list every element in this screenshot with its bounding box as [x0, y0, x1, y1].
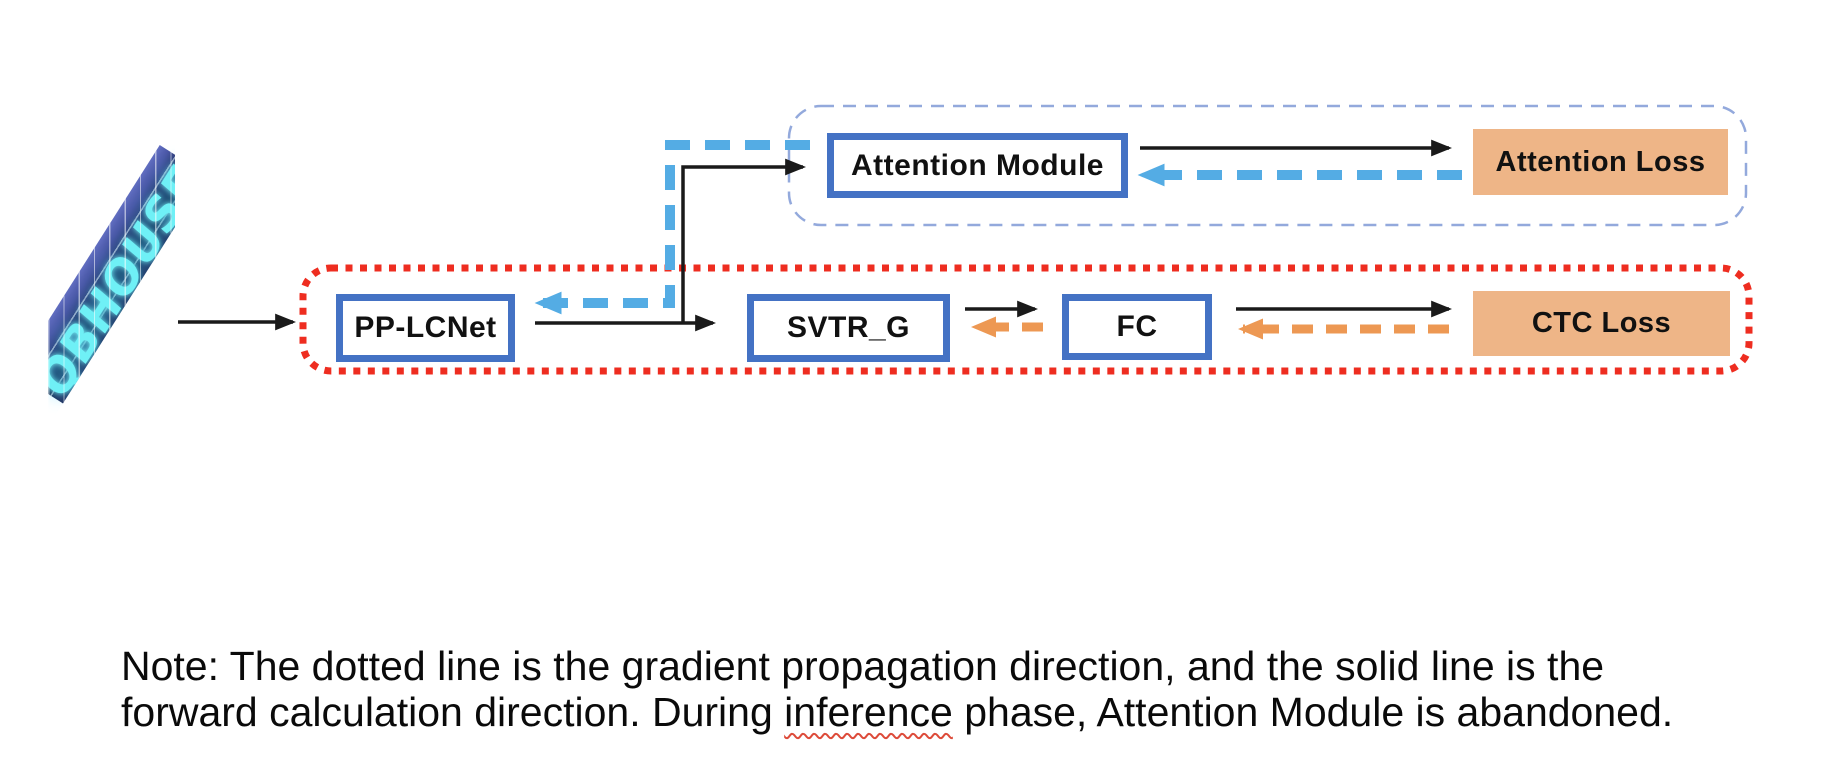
- node-attention-module-label: Attention Module: [851, 148, 1104, 182]
- node-fc: FC: [1062, 294, 1212, 360]
- node-ctc-loss-label: CTC Loss: [1531, 307, 1672, 339]
- node-pp-lcnet-label: PP-LCNet: [354, 311, 497, 344]
- note-line2-after: phase, Attention Module is abandoned.: [952, 688, 1674, 735]
- note-line-2: forward calculation direction. During in…: [121, 688, 1821, 736]
- node-attention-module: Attention Module: [827, 133, 1128, 198]
- note-line2-before: forward calculation direction. During: [121, 688, 785, 735]
- branch-to-attention-module-arrow: [681, 158, 807, 323]
- node-ctc-loss: CTC Loss: [1473, 291, 1730, 356]
- node-fc-label: FC: [1116, 310, 1158, 343]
- attention-to-backbone-gradient-arrow: [534, 140, 810, 315]
- attention-branch-container: [787, 104, 1748, 227]
- node-attention-loss-label: Attention Loss: [1495, 145, 1706, 178]
- ctc-branch-container: [299, 264, 1753, 375]
- node-svtr-g-label: SVTR_G: [786, 311, 911, 344]
- note-text: Note: The dotted line is the gradient pr…: [121, 643, 1821, 736]
- node-svtr-g: SVTR_G: [747, 294, 950, 362]
- node-attention-loss: Attention Loss: [1473, 129, 1728, 195]
- node-pp-lcnet: PP-LCNet: [336, 294, 515, 362]
- note-line-1: Note: The dotted line is the gradient pr…: [121, 643, 1605, 689]
- note-inference-misspell-word: inference: [784, 688, 953, 735]
